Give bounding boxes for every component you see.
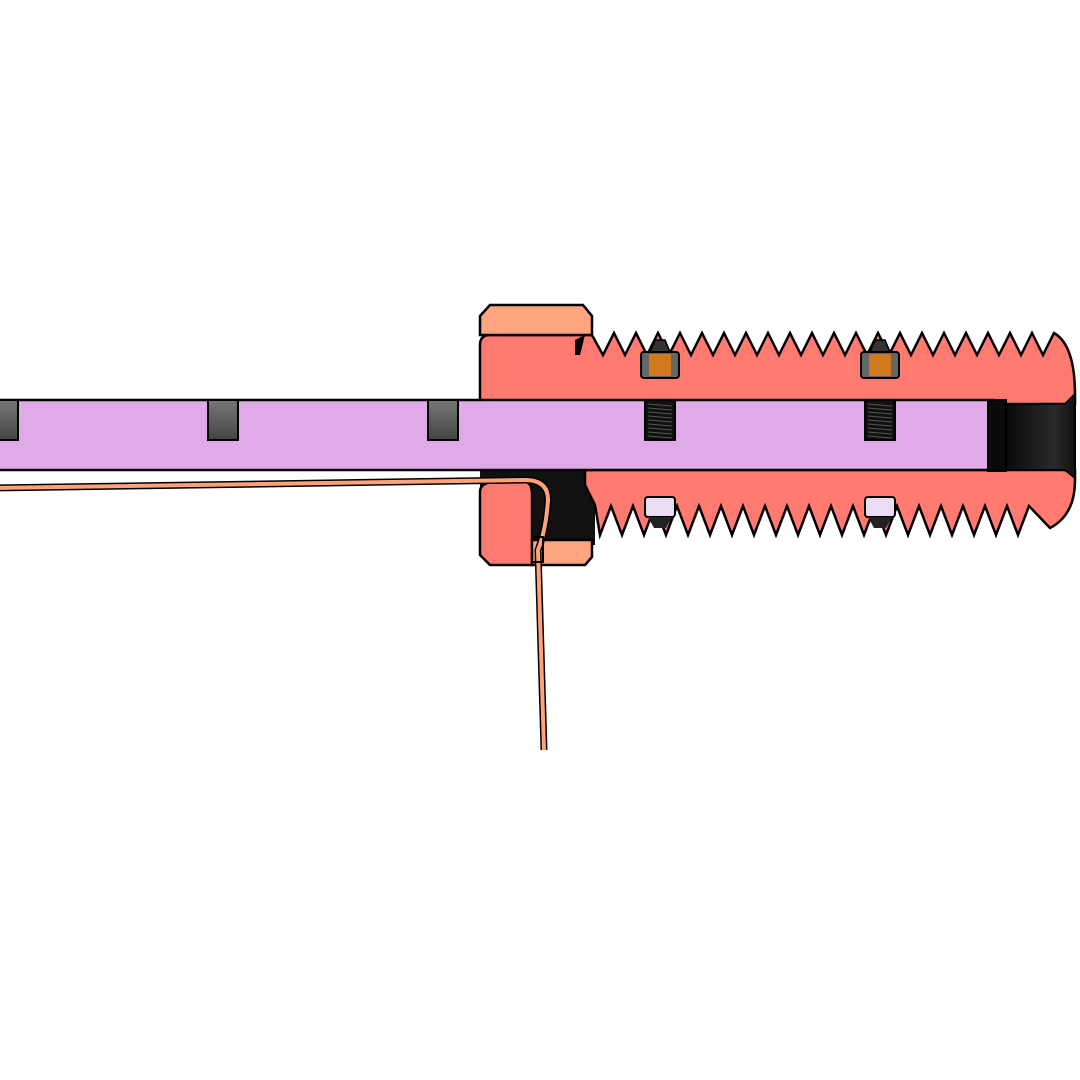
fitting-body-lower	[583, 468, 1077, 540]
nut-cap-top	[478, 303, 594, 337]
bottom-insert-tip	[868, 517, 892, 528]
nut-lower-block	[478, 480, 534, 567]
screw-thread-line	[647, 427, 673, 431]
top-insert	[869, 354, 891, 376]
screw-thread-line	[647, 403, 673, 407]
bore	[1005, 391, 1076, 481]
screw-thread-line	[647, 419, 673, 423]
screw-thread-line	[867, 427, 893, 431]
screw-thread-line	[867, 431, 893, 435]
threaded-screw	[864, 399, 896, 441]
screw-thread-line	[647, 407, 673, 411]
rod-end-cap	[987, 399, 1007, 472]
wire-sleeve	[531, 536, 544, 563]
body-chamfer-cut	[575, 335, 585, 355]
rod-slot	[0, 399, 19, 441]
screw-thread-line	[867, 419, 893, 423]
wire	[0, 476, 552, 751]
rod-slot	[427, 399, 459, 441]
screw-thread-line	[647, 415, 673, 419]
inserts	[640, 339, 900, 528]
screw-thread-line	[647, 431, 673, 435]
bottom-insert-tip	[648, 517, 672, 528]
screw-thread-line	[867, 423, 893, 427]
rod-slots	[0, 399, 896, 441]
screw-thread-line	[867, 415, 893, 419]
screw-thread-line	[867, 407, 893, 411]
bottom-insert	[644, 496, 676, 518]
wire-core	[0, 478, 550, 751]
screw-thread-line	[867, 411, 893, 415]
screw-thread-line	[647, 411, 673, 415]
fitting-body-upper	[478, 330, 1077, 406]
bottom-insert	[864, 496, 896, 518]
screw-thread-line	[647, 423, 673, 427]
rod	[0, 398, 995, 472]
rod-slot	[207, 399, 239, 441]
screw-thread-line	[867, 403, 893, 407]
screw-thread-line	[647, 435, 673, 439]
threaded-screw	[644, 399, 676, 441]
top-insert	[649, 354, 671, 376]
screw-thread-line	[867, 435, 893, 439]
